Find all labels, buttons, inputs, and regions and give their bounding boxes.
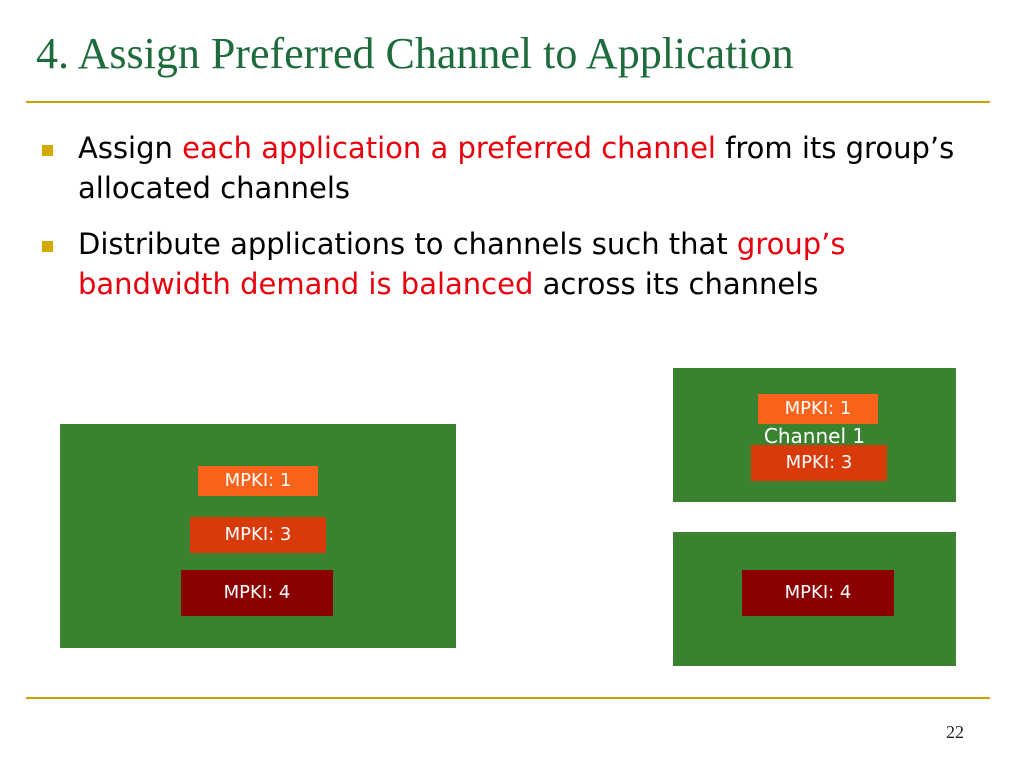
app-mpki-1: MPKI: 1 — [198, 466, 318, 496]
bullet-item: Assign each application a preferred chan… — [40, 128, 970, 208]
title-divider — [26, 101, 990, 103]
bullet-text: Distribute applications to channels such… — [78, 227, 737, 261]
footer-divider — [26, 697, 990, 699]
square-bullet-icon — [42, 145, 53, 156]
bullet-text: across its channels — [533, 267, 819, 301]
app-mpki-3: MPKI: 3 — [751, 445, 887, 481]
app-mpki-4: MPKI: 4 — [742, 570, 894, 616]
bullet-item: Distribute applications to channels such… — [40, 224, 970, 304]
bullet-text: Assign — [78, 131, 183, 165]
app-mpki-3: MPKI: 3 — [190, 517, 326, 553]
app-mpki-4: MPKI: 4 — [181, 570, 333, 616]
bullet-list: Assign each application a preferred chan… — [40, 128, 970, 320]
channel-1-label: Channel 1 — [763, 424, 866, 448]
bullet-highlight: group’s bandwidth demand is balanced — [78, 227, 846, 301]
square-bullet-icon — [42, 241, 53, 252]
bullet-highlight: each application a preferred channel — [182, 131, 716, 165]
app-mpki-1: MPKI: 1 — [758, 394, 878, 424]
page-number: 22 — [946, 722, 964, 742]
slide-title: 4. Assign Preferred Channel to Applicati… — [36, 29, 794, 78]
bullet-text: from its group’s allocated channels — [78, 131, 955, 205]
